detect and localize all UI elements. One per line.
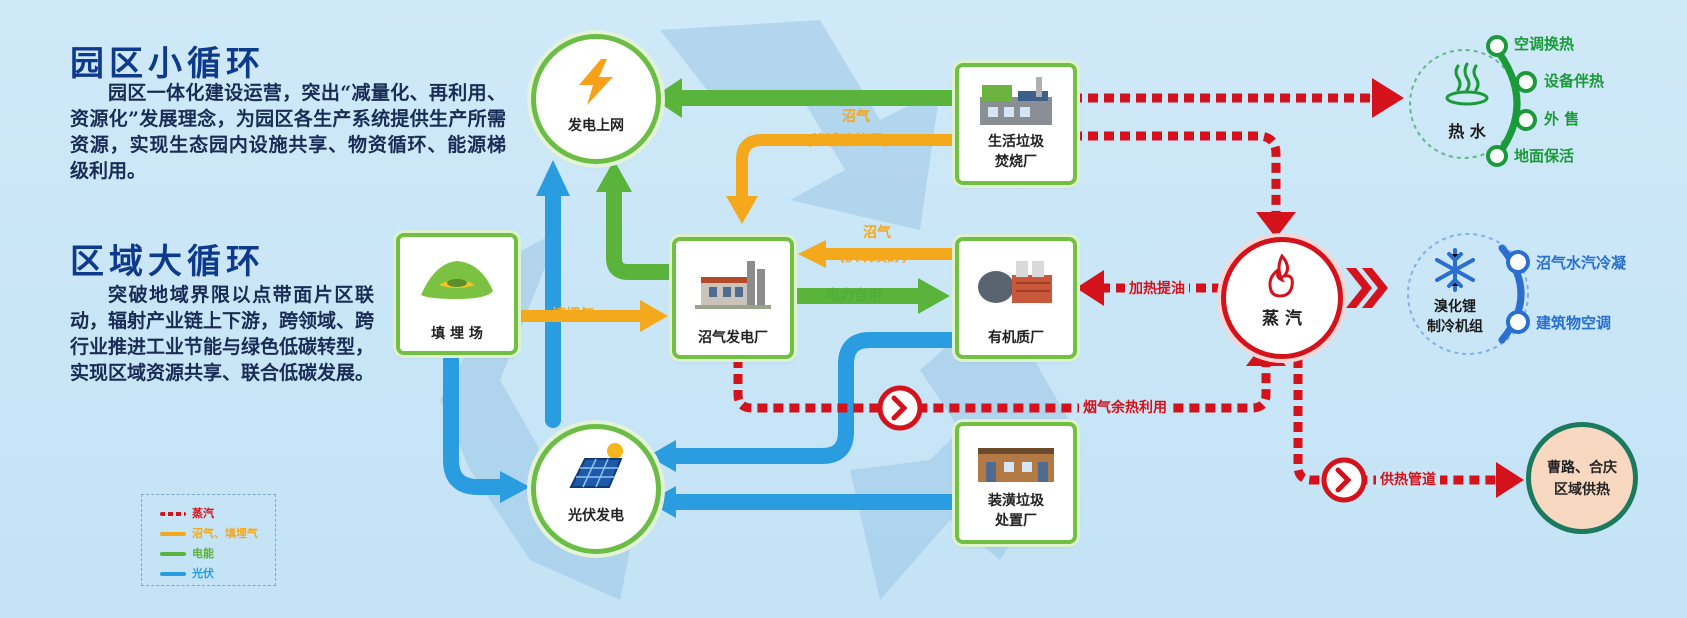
district-label-1: 曹路、合庆 — [1547, 460, 1617, 476]
flow-incinerator-to-biogas — [736, 134, 958, 206]
organic-label: 有机质厂 — [988, 330, 1044, 346]
decoration-label-1: 装潢垃圾 — [988, 493, 1044, 509]
incinerator-icon — [980, 77, 1052, 125]
lithium-node: 溴化锂 制冷机组 — [1410, 248, 1500, 340]
power-line-icon — [160, 552, 186, 556]
hotwater-label: 热 水 — [1448, 122, 1486, 141]
flow-biogas-to-grid — [606, 182, 680, 280]
organic-node: 有机质厂 — [955, 237, 1077, 359]
lithium-use-2: 建筑物空调 — [1536, 314, 1612, 332]
flow-label-landfill-gas: 填埋气 — [552, 307, 594, 323]
warehouse-icon — [978, 448, 1054, 482]
solar-node: 光伏发电 — [531, 424, 661, 554]
hotwater-branch — [1409, 35, 1537, 167]
power-flows — [606, 90, 960, 304]
flow-label-flue-heat: 烟气余热利用 — [1079, 397, 1171, 417]
flow-steam-heat-pipe — [1293, 342, 1504, 485]
solar-flows — [443, 182, 960, 510]
tanks-icon — [978, 261, 1052, 303]
biogas-plant-label: 沼气发电厂 — [698, 330, 768, 346]
landfill-node: 填 埋 场 — [396, 233, 518, 355]
legend: 蒸汽 沼气、填埋气 电能 光伏 — [141, 494, 276, 586]
flow-label-anaerobic-gas: 沼气 — [863, 225, 891, 241]
steam-node: 蒸 汽 — [1221, 237, 1343, 359]
flow-label-heating-oil: 加热提油 — [1125, 278, 1189, 298]
biogas-arrowheads — [640, 196, 826, 332]
flow-label-leachate-gas: 沼气 — [842, 109, 870, 125]
incinerator-label-1: 生活垃圾 — [988, 134, 1044, 150]
small-cycle-title: 园区小循环 — [70, 44, 265, 84]
flow-incinerator-to-steam — [1072, 131, 1281, 222]
hotwater-node: 热 水 — [1432, 62, 1502, 146]
district-node: 曹路、合庆 区域供热 — [1526, 422, 1638, 534]
decoration-label-2: 处置厂 — [995, 513, 1037, 529]
steam-line-icon — [160, 512, 186, 516]
incinerator-label-2: 焚烧厂 — [995, 154, 1037, 170]
lithium-use-1: 沼气水汽冷凝 — [1536, 254, 1627, 272]
heat-wave-icon — [1445, 62, 1489, 106]
hotwater-use-1: 空调换热 — [1514, 35, 1575, 53]
biogas-line-icon — [160, 532, 186, 536]
district-label-2: 区域供热 — [1554, 482, 1610, 498]
steam-chevron-markers — [877, 385, 1367, 503]
factory-icon — [695, 261, 771, 309]
grid-node: 发电上网 — [531, 34, 661, 164]
steam-label: 蒸 汽 — [1262, 309, 1302, 329]
flow-organic-to-solar — [660, 332, 960, 464]
lithium-label-1: 溴化锂 — [1434, 299, 1476, 315]
small-cycle-text: 园区一体化建设运营，突出“减量化、再利用、资源化”发展理念，为园区各生产系统提供… — [70, 82, 506, 182]
flame-icon — [1268, 254, 1294, 298]
grid-label: 发电上网 — [568, 118, 624, 134]
incinerator-node: 生活垃圾 焚烧厂 — [955, 63, 1077, 185]
big-cycle-title: 区域大循环 — [70, 242, 265, 282]
flow-label-leachate-process: (渗滤液处理) — [806, 133, 889, 149]
lightning-icon — [579, 59, 613, 105]
steam-arrowheads — [1076, 78, 1524, 498]
solar-arrowheads — [500, 160, 676, 518]
steam-flows — [733, 93, 1504, 485]
flow-label-heat-pipe: 供热管道 — [1376, 469, 1440, 489]
flow-label-anaerobic-process: (厌氧发酵) — [839, 249, 908, 265]
lithium-label-2: 制冷机组 — [1427, 319, 1483, 335]
flow-landfill-to-solar — [443, 352, 513, 495]
hotwater-use-4: 地面保活 — [1514, 147, 1575, 165]
power-arrowheads — [596, 78, 950, 314]
biogas-flows — [508, 134, 958, 322]
flow-label-self-power: 电力自用 — [826, 288, 882, 304]
biogas-plant-node: 沼气发电厂 — [672, 237, 794, 359]
solar-line-icon — [160, 572, 186, 576]
hotwater-use-2: 设备伴热 — [1544, 72, 1605, 90]
snowflake-icon — [1435, 248, 1475, 292]
lithium-branch — [1407, 233, 1530, 355]
flow-biogas-flue-heat — [733, 358, 1271, 413]
decoration-node: 装潢垃圾 处置厂 — [955, 422, 1077, 544]
hotwater-use-3: 外 售 — [1544, 110, 1580, 128]
solar-panel-icon — [569, 443, 623, 488]
solar-label: 光伏发电 — [568, 508, 624, 524]
landfill-icon — [421, 261, 493, 299]
landfill-label: 填 埋 场 — [431, 326, 483, 342]
big-cycle-text: 突破地域界限以点带面片区联动，辐射产业链上下游，跨领域、跨行业推进工业节能与绿色… — [70, 284, 375, 384]
